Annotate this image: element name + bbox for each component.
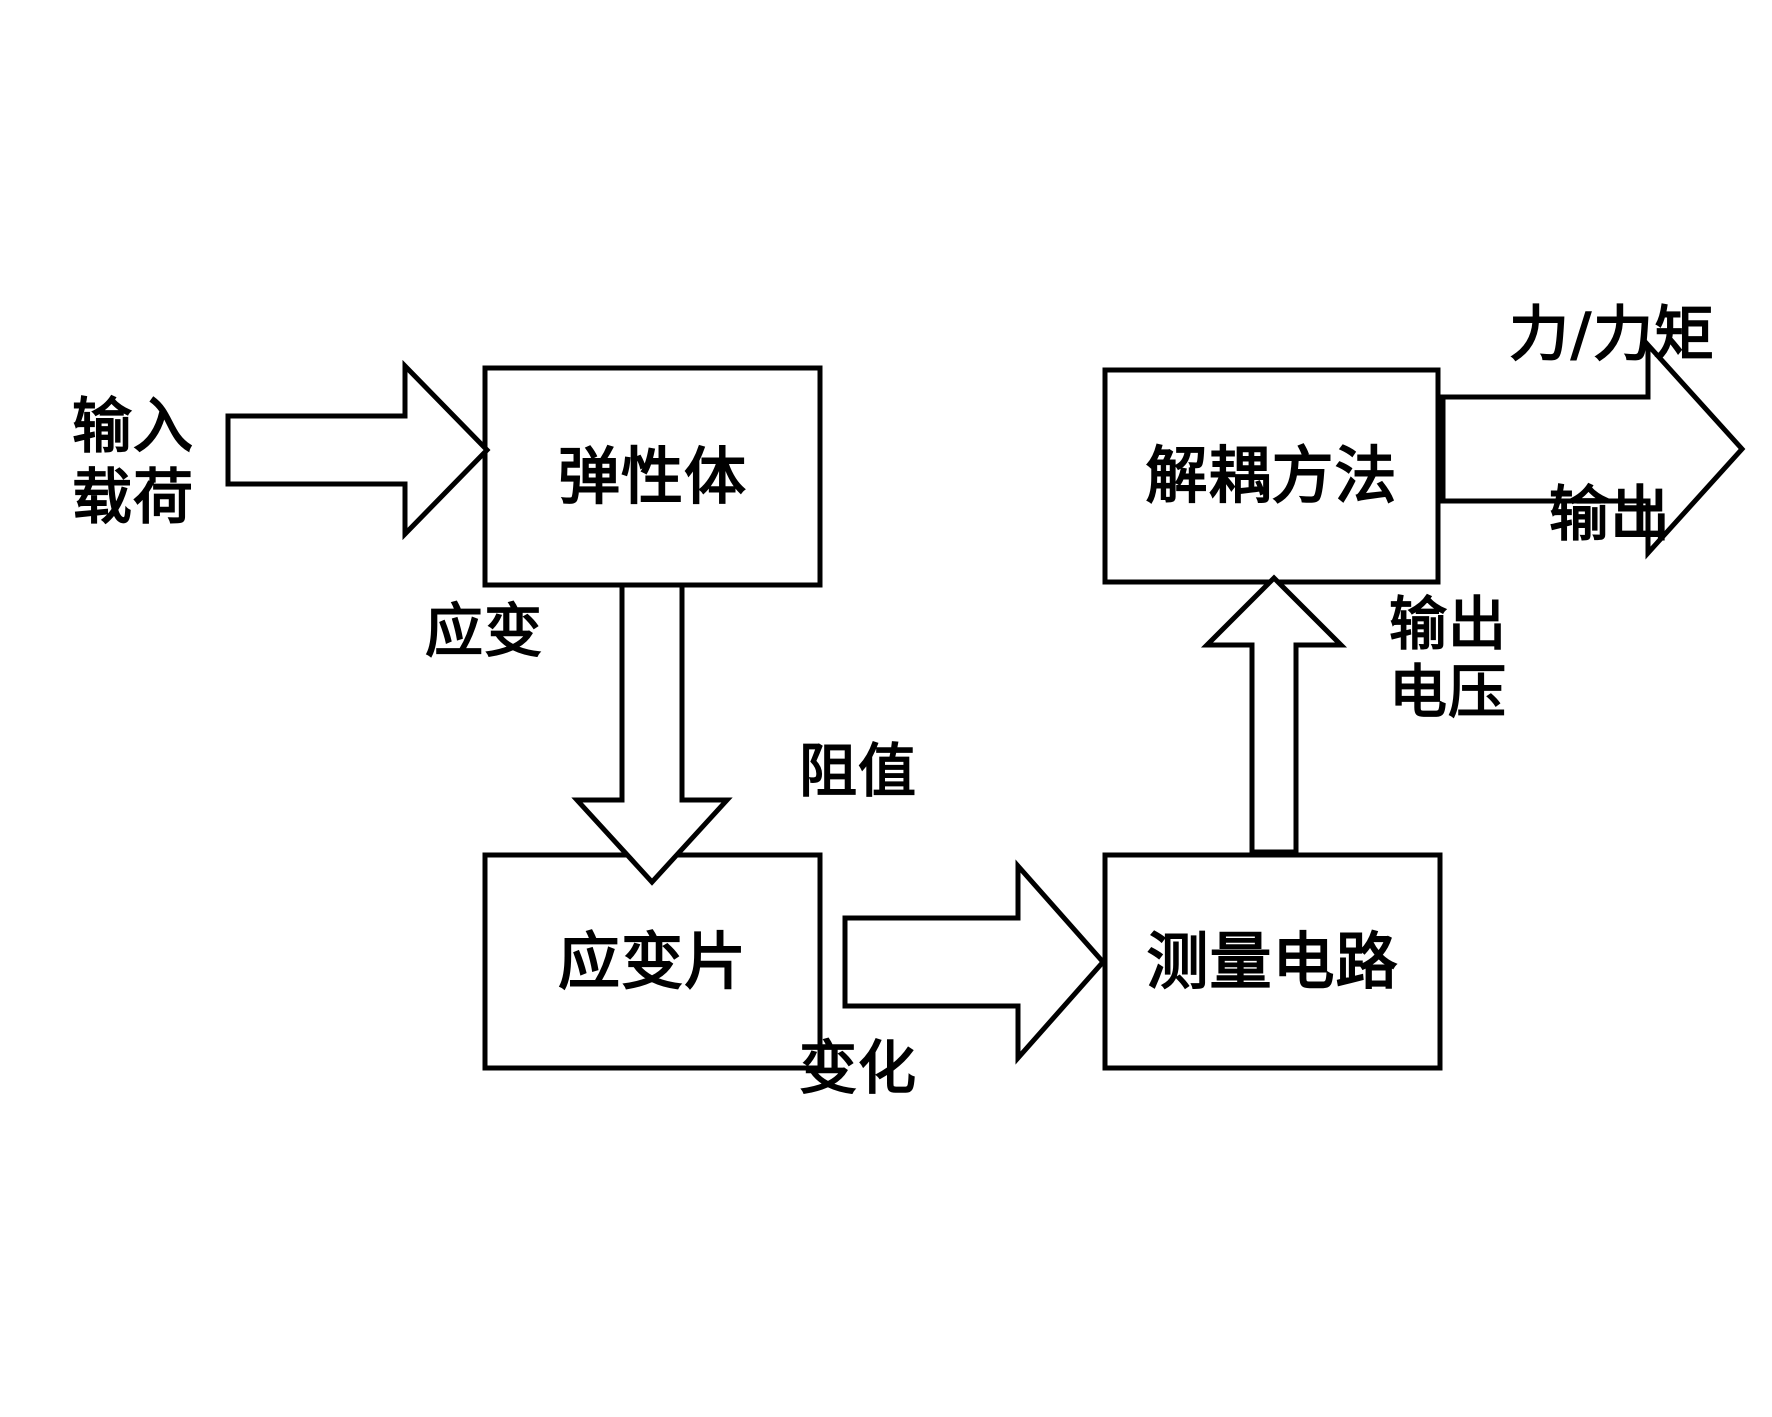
arrow-elastic-body-to-strain-gauge bbox=[571, 582, 733, 886]
edge-label-resistance-bottom: 变化 bbox=[798, 1034, 917, 1102]
input-load-label: 输入 载荷 bbox=[48, 392, 218, 534]
arrow-decoupling-method-to-output bbox=[1440, 338, 1746, 560]
output-label-force-torque: 力/力矩 bbox=[1509, 300, 1715, 370]
input-load-line1: 输入 bbox=[72, 392, 194, 462]
node-measuring-circuit[interactable] bbox=[1102, 852, 1443, 1071]
edge-label-output-voltage: 输出 电压 bbox=[1358, 590, 1538, 727]
arrow-measuring-circuit-to-decoupling-method bbox=[1200, 574, 1348, 855]
edge-label-resistance-top: 阻值 bbox=[798, 737, 917, 805]
arrow-strain-gauge-to-measuring-circuit bbox=[842, 859, 1107, 1065]
input-load-line2: 载荷 bbox=[72, 462, 194, 533]
edge-label-strain: 应变 bbox=[424, 597, 543, 665]
node-decoupling-method[interactable] bbox=[1102, 367, 1441, 585]
edge-label-output-voltage-line2: 电压 bbox=[1388, 658, 1507, 727]
edge-label-output-voltage-line1: 输出 bbox=[1388, 590, 1507, 658]
output-label-output: 输出 bbox=[1549, 480, 1671, 550]
node-strain-gauge[interactable] bbox=[482, 852, 823, 1071]
arrow-input-to-elastic-body bbox=[225, 359, 491, 541]
node-elastic-body[interactable] bbox=[482, 365, 823, 588]
